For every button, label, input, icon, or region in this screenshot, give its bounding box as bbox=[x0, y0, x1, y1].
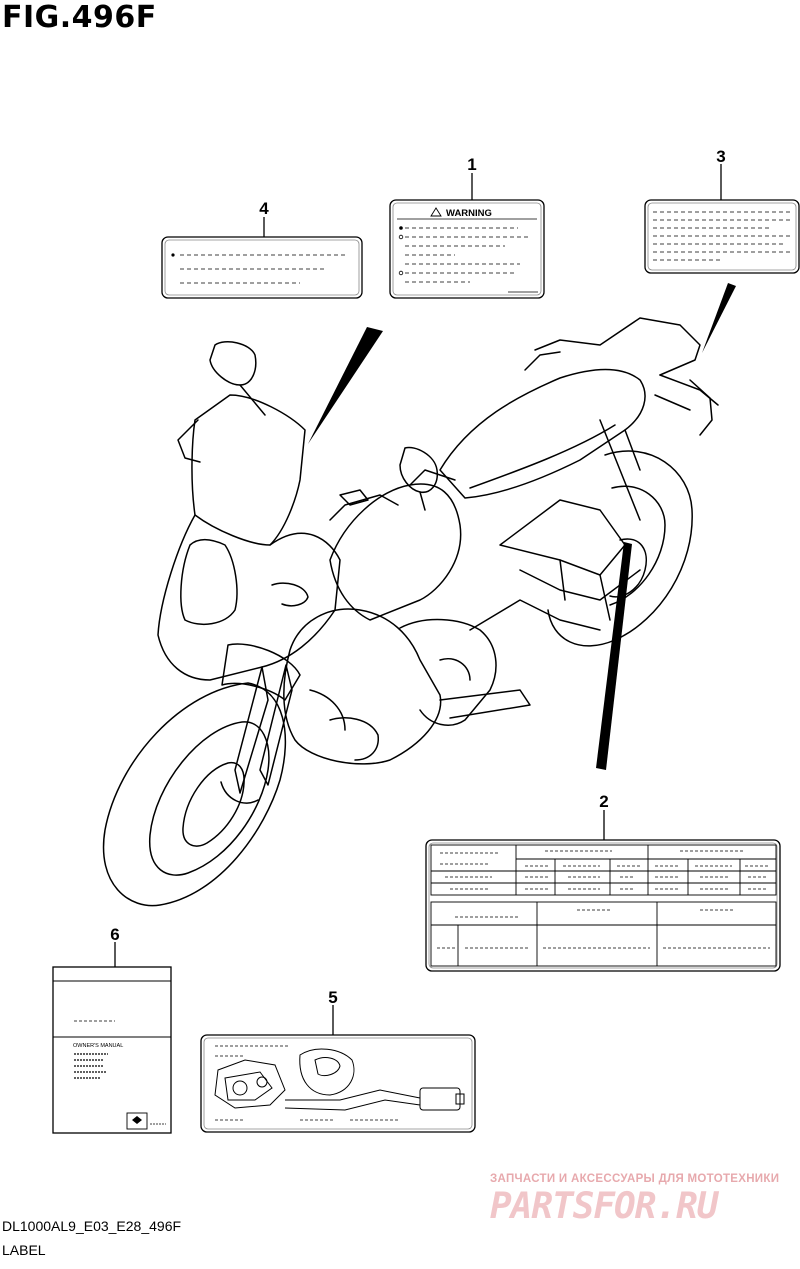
label-3 bbox=[644, 199, 800, 274]
motorcycle-illustration bbox=[102, 317, 719, 907]
watermark-subtitle: ЗАПЧАСТИ И АКСЕССУАРЫ ДЛЯ МОТОТЕХНИКИ bbox=[490, 1173, 780, 1185]
pointer-label-4 bbox=[308, 327, 383, 444]
callout-1: 1 bbox=[467, 155, 476, 174]
callout-2: 2 bbox=[599, 792, 608, 811]
owners-manual-heading: OWNER'S MANUAL bbox=[73, 1043, 123, 1049]
callout-3: 3 bbox=[716, 147, 725, 166]
figure-title: FIG.496F bbox=[2, 0, 157, 35]
label-4 bbox=[161, 236, 363, 299]
warning-triangle-icon bbox=[430, 207, 442, 217]
warning-heading: WARNING bbox=[446, 208, 492, 219]
label-1-warning: WARNING bbox=[389, 199, 545, 299]
pointer-label-2 bbox=[596, 542, 632, 770]
leader-lines bbox=[114, 164, 722, 1035]
callout-6: 6 bbox=[110, 925, 119, 944]
label-5 bbox=[200, 1034, 476, 1133]
label-2-table bbox=[425, 839, 781, 972]
label-pointers bbox=[308, 283, 736, 770]
figure-code: DL1000AL9_E03_E28_496F bbox=[2, 1218, 182, 1234]
brand-logo-icon bbox=[132, 1116, 142, 1124]
figure-label: LABEL bbox=[2, 1242, 46, 1258]
callout-numbers: 1 2 3 4 5 6 bbox=[110, 147, 725, 1007]
callout-5: 5 bbox=[328, 988, 337, 1007]
callout-4: 4 bbox=[259, 199, 269, 218]
watermark-logo: PARTSFOR.RU bbox=[490, 1186, 718, 1227]
label-6-owners-manual: OWNER'S MANUAL bbox=[52, 966, 172, 1134]
pointer-label-3 bbox=[702, 283, 736, 353]
